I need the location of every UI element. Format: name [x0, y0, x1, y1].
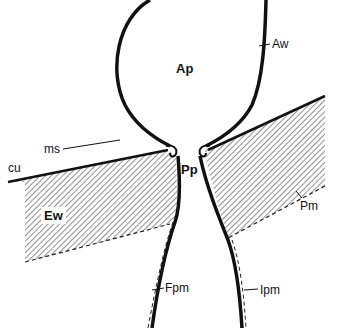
part-label: cu	[8, 162, 21, 174]
membrane-dashed	[148, 222, 173, 328]
hatched-region	[205, 96, 325, 238]
duct-wall	[152, 156, 180, 328]
part-label: Ap	[176, 62, 193, 75]
reservoir-wall	[206, 0, 266, 146]
part-label: Ew	[41, 207, 66, 224]
part-label: Pm	[300, 200, 318, 212]
duct-wall	[200, 156, 242, 328]
leader-line	[244, 289, 258, 290]
part-label: Pp	[181, 163, 198, 176]
neck-curl	[200, 145, 210, 156]
reservoir-wall	[117, 0, 170, 146]
hatched-region	[8, 150, 178, 262]
part-label: ms	[44, 143, 60, 155]
reservoir-wall-inner	[205, 0, 262, 142]
neck-curl	[166, 145, 176, 156]
part-label: Aw	[272, 38, 288, 50]
leader-line	[259, 44, 270, 46]
membrane-dashed	[228, 186, 325, 238]
cuticle-line	[208, 96, 325, 150]
part-label: Ipm	[260, 284, 280, 296]
leader-line	[152, 288, 164, 290]
membrane-dashed	[25, 224, 170, 262]
leader-line	[296, 191, 302, 198]
cuticle-line	[8, 150, 168, 182]
reservoir-wall-inner	[122, 2, 172, 142]
leader-line	[63, 140, 120, 149]
part-label: Fpm	[165, 282, 189, 294]
membrane-dashed	[232, 240, 246, 328]
